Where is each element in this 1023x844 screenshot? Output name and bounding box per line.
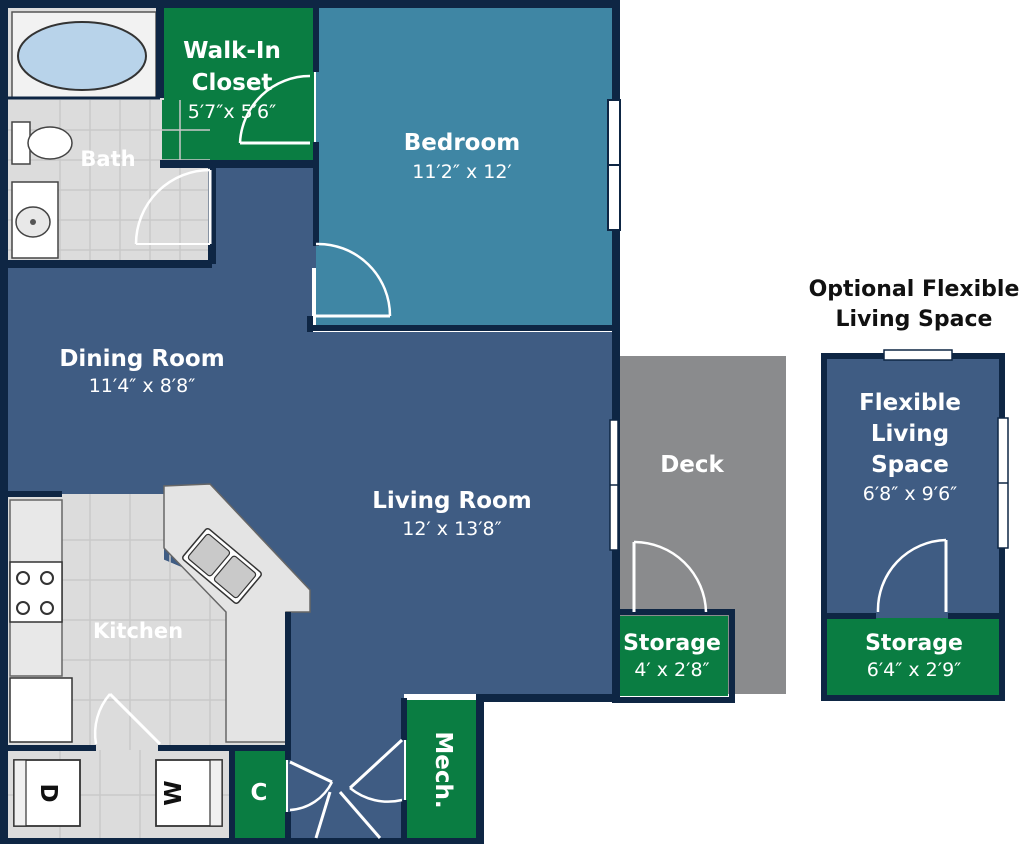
kitchen-sink-icon — [182, 528, 262, 604]
flexible-dims: 6′8″ x 9′6″ — [863, 483, 958, 505]
kitchen-area — [8, 483, 311, 750]
mech-area — [406, 700, 478, 838]
bedroom-label: Bedroom — [404, 130, 521, 156]
living-room-dims: 12′ x 13′8″ — [402, 518, 502, 540]
bath-label: Bath — [80, 147, 135, 171]
walk-in-closet-dims: 5′7″x 5′6″ — [188, 101, 276, 123]
washer-label: W — [161, 780, 187, 805]
walk-in-closet-area — [162, 8, 314, 160]
walls — [0, 0, 735, 844]
windows — [607, 99, 621, 551]
dining-room-label: Dining Room — [59, 346, 224, 372]
toilet-icon — [27, 126, 73, 160]
coat-closet-label: C — [251, 780, 268, 806]
flexible-label-2: Living — [871, 421, 949, 447]
coat-closet-area — [232, 750, 286, 838]
doors — [93, 74, 708, 839]
kitchen-label: Kitchen — [93, 619, 183, 643]
storage-deck-area — [616, 616, 728, 696]
storage-flex-area — [826, 618, 1000, 698]
storage-flex-label: Storage — [865, 631, 963, 656]
hallway-area — [208, 168, 316, 268]
living-room-label: Living Room — [372, 488, 532, 514]
flexible-label-3: Space — [871, 452, 949, 478]
flexible-label-1: Flexible — [859, 390, 961, 416]
storage-deck-label: Storage — [623, 631, 721, 656]
bathtub-icon — [17, 21, 147, 91]
optional-heading-line1: Optional Flexible — [809, 277, 1020, 302]
flexible-space-area — [824, 356, 1002, 618]
storage-flex-dims: 6′4″ x 2′9″ — [867, 659, 962, 681]
dryer-label: D — [35, 783, 61, 802]
living-dining-area — [8, 168, 612, 838]
dining-room-dims: 11′4″ x 8′8″ — [89, 375, 196, 397]
stove-icon — [9, 561, 63, 623]
walk-in-closet-label-2: Closet — [192, 70, 273, 96]
storage-deck-dims: 4′ x 2′8″ — [634, 659, 709, 681]
optional-heading-line2: Living Space — [836, 307, 993, 332]
bedroom-area — [316, 8, 612, 328]
bedroom-dims: 11′2″ x 12′ — [412, 161, 512, 183]
laundry-area — [8, 750, 232, 838]
walk-in-closet-label-1: Walk-In — [183, 38, 281, 64]
fridge-icon — [9, 677, 73, 743]
deck-label: Deck — [660, 452, 724, 478]
mech-label: Mech. — [430, 731, 456, 808]
